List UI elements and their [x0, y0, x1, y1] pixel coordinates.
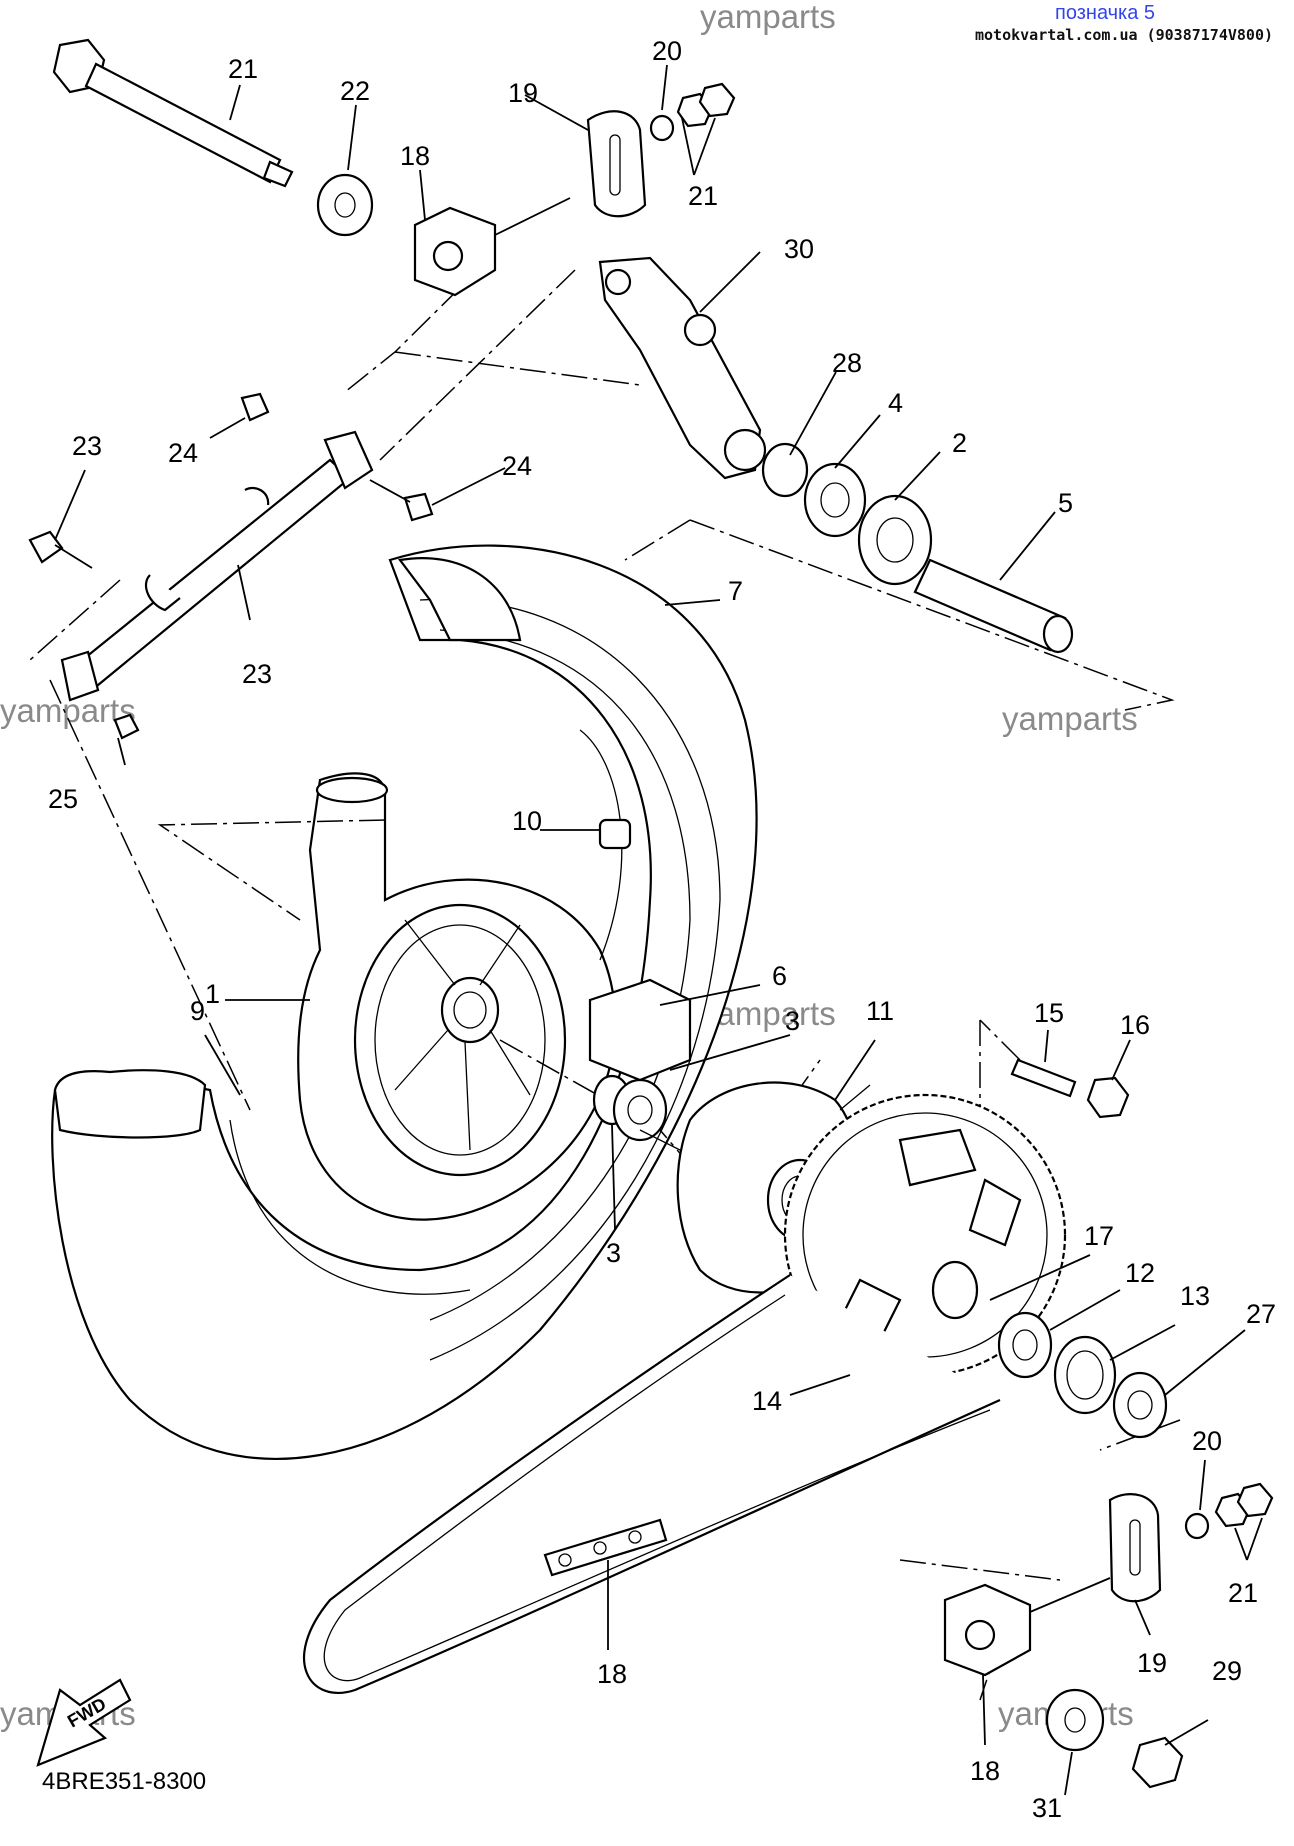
axle-washer-nut [1045, 1688, 1184, 1789]
bearing-stack-left [997, 1311, 1168, 1439]
callout-31: 31 [1032, 1793, 1062, 1823]
callout-7: 7 [728, 576, 743, 606]
callout-14: 15 [1034, 998, 1064, 1028]
drive-chain [302, 1274, 1001, 1694]
callout-20-top: 20 [652, 36, 682, 66]
axle-part [52, 38, 374, 237]
callout-28: 28 [832, 348, 862, 378]
callout-24-bottom: 25 [48, 784, 78, 814]
callout-labels: 21 22 18 19 20 21 30 28 4 2 5 7 23 24 24… [48, 36, 1276, 1823]
callout-17: 18 [597, 1659, 627, 1689]
adjuster-nuts-top [649, 82, 736, 142]
callout-20-bottom: 20 [1192, 1426, 1222, 1456]
caliper-bracket [598, 256, 767, 480]
callout-25: 21 [228, 54, 258, 84]
caliper-and-hub-parts [588, 978, 692, 1142]
callout-19-bottom: 19 [1137, 1648, 1167, 1678]
chain-adjuster-top [413, 110, 647, 297]
watermark-right: yamparts [1002, 700, 1138, 737]
callout-12: 13 [1180, 1281, 1210, 1311]
callout-18-bottom: 18 [970, 1756, 1000, 1786]
callout-18-top: 18 [400, 141, 430, 171]
callout-13: 14 [752, 1386, 782, 1416]
chain-adjuster-bottom [943, 1482, 1274, 1677]
callout-23-left: 23 [72, 431, 102, 461]
callout-19-top: 19 [508, 78, 538, 108]
callout-4: 4 [888, 388, 903, 418]
sprocket-stud-nut [1010, 1058, 1130, 1119]
callout-3-upper: 3 [785, 1006, 800, 1036]
bearing-stack-right [761, 442, 1074, 654]
callout-15: 16 [1120, 1010, 1150, 1040]
page-title: позначка 5 [1055, 2, 1156, 24]
callout-30: 30 [784, 234, 814, 264]
callout-8: 9 [190, 996, 205, 1026]
callout-27: 27 [1246, 1299, 1276, 1329]
callout-22: 23 [242, 659, 272, 689]
callout-16: 17 [1084, 1221, 1114, 1251]
callout-26: 22 [340, 76, 370, 106]
watermark-top: yamparts [700, 0, 836, 35]
callout-23-right: 24 [502, 451, 532, 481]
drawing-code: 4BRE351-8300 [42, 1768, 207, 1795]
watermark-left: yamparts [0, 692, 136, 729]
rear-sprocket [783, 1093, 1067, 1377]
callout-3: 3 [606, 1238, 621, 1268]
source-reference: motokvartal.com.ua (90387174V800) [975, 26, 1274, 44]
callout-10: 11 [866, 996, 894, 1026]
callout-5: 5 [1058, 488, 1073, 518]
callout-21-top: 21 [688, 181, 718, 211]
tire-part [51, 544, 758, 1460]
callout-1: 1 [205, 979, 220, 1009]
callout-2: 2 [952, 428, 967, 458]
callout-9: 10 [512, 806, 542, 836]
forward-direction-arrow: FWD [36, 1678, 132, 1767]
torque-rod-assembly [28, 392, 434, 740]
callout-29: 29 [1212, 1656, 1242, 1686]
wheel-part [297, 729, 632, 1221]
callout-21-bottom: 21 [1228, 1578, 1258, 1608]
callout-24-top: 24 [168, 438, 198, 468]
leader-lines [54, 64, 1263, 1796]
callout-6: 6 [772, 961, 787, 991]
callout-11: 12 [1125, 1258, 1155, 1288]
